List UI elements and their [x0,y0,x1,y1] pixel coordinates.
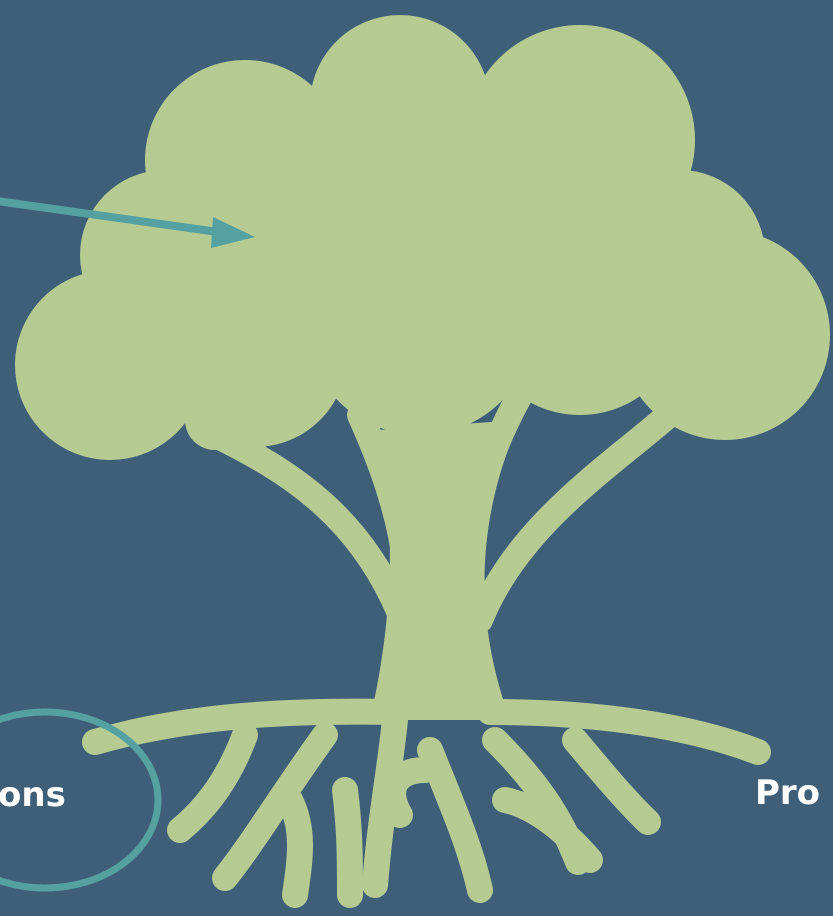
tree-canopy [15,15,830,460]
ellipse-outline [0,708,162,892]
tree-roots [82,698,771,908]
tree-icon [15,15,830,908]
tree-branches [192,382,693,653]
arrow-icon [0,197,255,248]
label-right: Pro [755,773,821,813]
label-left: ons [0,775,66,815]
